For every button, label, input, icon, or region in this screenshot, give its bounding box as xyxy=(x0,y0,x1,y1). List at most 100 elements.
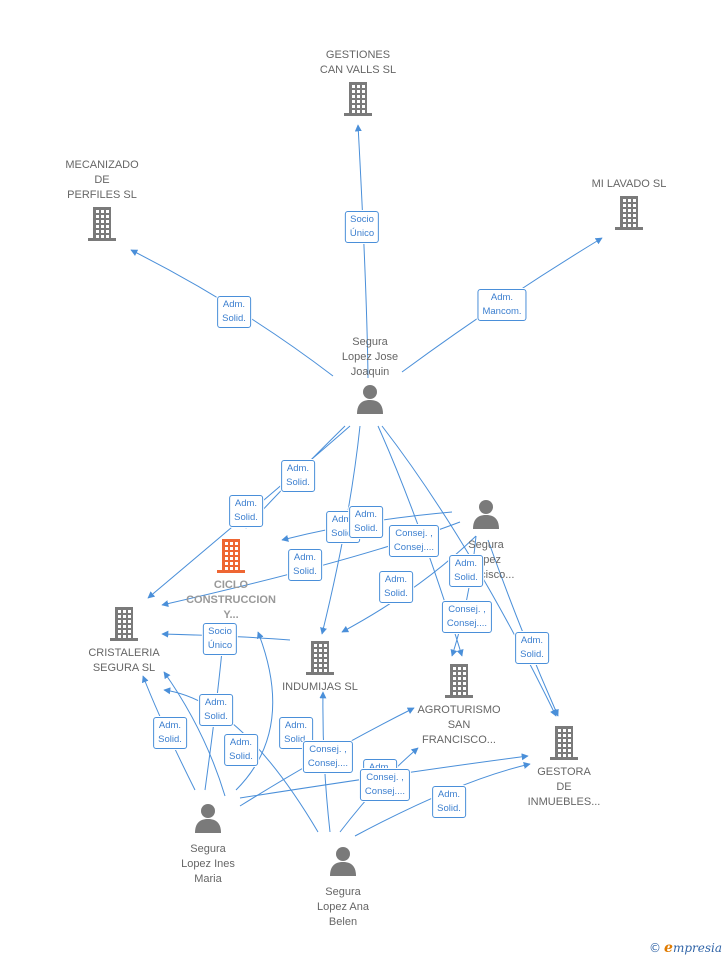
badge-line: Socio xyxy=(350,214,374,225)
person-icon xyxy=(441,498,531,534)
building-icon xyxy=(404,663,514,699)
node-label-line: Joaquin xyxy=(350,366,390,378)
person-icon xyxy=(325,383,415,419)
building-icon xyxy=(270,640,370,676)
link-line xyxy=(487,539,559,717)
node-milavado[interactable]: MI LAVADO SL xyxy=(574,177,684,231)
node-label-line: SAN xyxy=(447,719,471,731)
badge-line: Solid. xyxy=(437,803,461,814)
relationship-badge[interactable]: Consej. , Consej.... xyxy=(441,601,493,633)
relationship-badge[interactable]: Adm.Solid. xyxy=(288,549,322,581)
relationship-badge[interactable]: Adm.Solid. xyxy=(229,495,263,527)
relationship-badge[interactable]: Consej. , Consej.... xyxy=(302,741,354,773)
node-label-line: CRISTALERIA xyxy=(88,647,160,659)
badge-line: Solid. xyxy=(204,711,228,722)
relationship-badge[interactable]: Adm. Solid. xyxy=(449,555,483,587)
building-icon xyxy=(47,206,157,242)
link-line xyxy=(450,535,477,657)
badge-line: Solid. xyxy=(229,751,253,762)
copyright-symbol: © xyxy=(649,941,662,955)
relationship-badge[interactable]: Adm. Solid. xyxy=(199,694,233,726)
link-line xyxy=(147,425,351,599)
relationship-badge[interactable]: Adm.Solid. xyxy=(432,786,466,818)
badge-line: Consej. , xyxy=(448,604,486,615)
badge-line: Consej.... xyxy=(364,786,406,797)
node-label-line: GESTORA xyxy=(537,766,591,778)
node-label-line: MI LAVADO SL xyxy=(591,178,667,190)
node-label-line: Y... xyxy=(223,609,239,621)
badge-line: Adm. xyxy=(490,292,514,303)
badge-line: Solid. xyxy=(384,588,408,599)
node-label: GESTIONES CAN VALLS SL xyxy=(303,48,413,78)
link-line xyxy=(341,535,477,633)
node-label-line: Segura xyxy=(190,843,226,855)
badge-line: Consej. , xyxy=(309,744,347,755)
node-indumijas[interactable]: INDUMIJAS SL xyxy=(270,640,370,695)
person-icon xyxy=(298,845,388,881)
node-label: MI LAVADO SL xyxy=(574,177,684,192)
badge-line: Adm. xyxy=(293,552,317,563)
relationship-badge[interactable]: Adm.Solid. xyxy=(217,296,251,328)
badge-line: Solid. xyxy=(234,512,258,523)
badge-line: Consej. , xyxy=(395,528,433,539)
empresia-watermark[interactable]: ©empresia xyxy=(649,940,722,956)
brand-name: mpresia xyxy=(672,941,722,955)
badge-line: Adm. xyxy=(520,635,544,646)
brand-initial: e xyxy=(664,940,673,956)
badge-line: Consej.... xyxy=(307,758,349,769)
badge-line: Adm. xyxy=(286,463,310,474)
node-label-line: Segura xyxy=(352,336,388,348)
badge-line: Socio xyxy=(208,626,232,637)
node-label-line: CONSTRUCCION xyxy=(186,594,276,606)
badge-line: Único xyxy=(207,640,233,651)
building-icon xyxy=(74,606,174,642)
relationship-badge[interactable]: Adm.Solid. xyxy=(281,460,315,492)
node-label-line: GESTIONES xyxy=(325,49,391,61)
badge-line: Solid. xyxy=(454,572,478,583)
badge-line: Mancom. xyxy=(482,306,522,317)
badge-line: Consej. , xyxy=(366,772,404,783)
badge-line: Consej.... xyxy=(446,618,488,629)
node-label-line: AGROTURISMO xyxy=(417,704,501,716)
relationship-badge[interactable]: Adm.Solid. xyxy=(515,632,549,664)
badge-line: Adm. xyxy=(454,558,478,569)
node-label-line: Lopez Ines xyxy=(181,858,235,870)
relationship-badge[interactable]: Adm.Solid. xyxy=(349,506,383,538)
relationship-badge[interactable]: Adm. Solid. xyxy=(379,571,413,603)
badge-line: Consej.... xyxy=(393,542,435,553)
node-label-line: CAN VALLS SL xyxy=(319,64,397,76)
relationship-badge[interactable]: Adm.Solid. xyxy=(153,717,187,749)
badge-line: Solid. xyxy=(284,734,308,745)
link-line xyxy=(163,687,319,833)
relationship-badge[interactable]: Consej. , Consej.... xyxy=(359,769,411,801)
node-gestiones[interactable]: GESTIONES CAN VALLS SL xyxy=(303,48,413,117)
relationship-badge[interactable]: Adm. Mancom. xyxy=(477,289,527,321)
badge-line: Adm. xyxy=(204,697,228,708)
node-label-line: Lopez Ana xyxy=(317,901,369,913)
link-line xyxy=(354,124,369,379)
node-label-line: INMUEBLES... xyxy=(527,796,601,808)
node-label-line: Maria xyxy=(194,873,222,885)
node-label-line: Segura xyxy=(468,539,504,551)
node-label-line: DE xyxy=(94,174,110,186)
building-icon xyxy=(514,725,614,761)
relationship-badge[interactable]: Consej. , Consej.... xyxy=(388,525,440,557)
badge-line: Adm. xyxy=(384,574,408,585)
relationship-badge[interactable]: Adm.Solid. xyxy=(224,734,258,766)
